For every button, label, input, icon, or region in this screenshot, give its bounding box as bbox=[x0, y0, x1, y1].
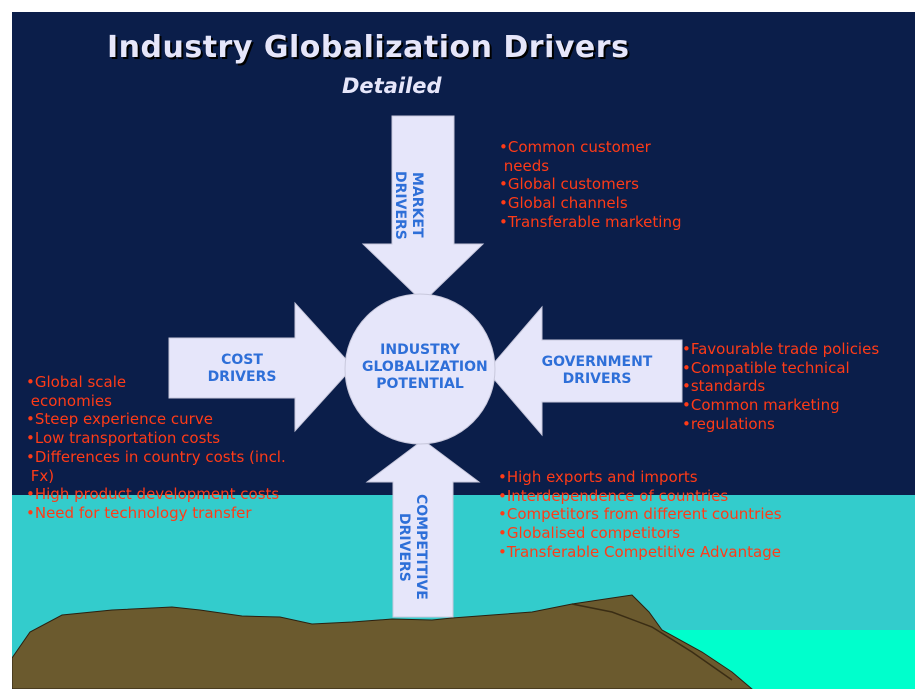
market-label-line1: MARKET bbox=[409, 172, 425, 238]
cost-drivers-arrow bbox=[168, 301, 354, 433]
list-item: •Interdependence of countries bbox=[498, 486, 729, 505]
list-item: •Competitors from different countries bbox=[498, 505, 782, 524]
competitive-drivers-arrow bbox=[365, 439, 481, 618]
list-item: needs bbox=[499, 156, 550, 175]
list-item: •Differences in country costs (incl. bbox=[26, 447, 286, 466]
list-item: •Transferable marketing bbox=[499, 212, 682, 231]
list-item: •High exports and imports bbox=[498, 468, 698, 486]
market-drivers-label: MARKET DRIVERS bbox=[391, 155, 425, 255]
government-drivers-arrow bbox=[486, 305, 683, 437]
list-item: •Global customers bbox=[499, 175, 639, 194]
cost-drivers-list: •Global scale economies •Steep experienc… bbox=[26, 373, 286, 523]
competitive-drivers-label: COMPETITIVE DRIVERS bbox=[395, 482, 429, 612]
competitive-label-line1: COMPETITIVE bbox=[413, 494, 429, 600]
mountain-range bbox=[12, 594, 753, 689]
list-item: •Need for technology transfer bbox=[26, 503, 252, 522]
list-item: •Transferable Competitive Advantage bbox=[498, 542, 781, 561]
market-drivers-arrow bbox=[361, 115, 485, 303]
market-drivers-list: •Common customer needs •Global customers… bbox=[499, 138, 681, 232]
list-item: •Low transportation costs bbox=[26, 429, 221, 448]
page-subtitle: Detailed bbox=[342, 74, 442, 98]
page-title: Industry Globalization Drivers bbox=[107, 30, 630, 65]
list-item: •Common customer bbox=[499, 138, 651, 156]
government-label-line1: GOVERNMENT bbox=[541, 354, 653, 370]
government-drivers-label: GOVERNMENT DRIVERS bbox=[532, 354, 662, 388]
list-item: •High product development costs bbox=[26, 485, 280, 504]
list-item: •regulations bbox=[682, 414, 775, 433]
center-label: INDUSTRY GLOBALIZATION POTENTIAL bbox=[362, 342, 488, 392]
mountain-ridge bbox=[571, 603, 733, 681]
slide-background bbox=[12, 12, 915, 689]
slide: Industry Globalization Drivers Detailed … bbox=[12, 12, 915, 689]
government-label-line2: DRIVERS bbox=[562, 371, 632, 387]
list-item: •Globalised competitors bbox=[498, 524, 681, 543]
cost-label-line1: COST bbox=[221, 352, 263, 368]
list-item: •Favourable trade policies bbox=[682, 340, 880, 358]
list-item: •Compatible technical bbox=[682, 358, 850, 377]
cost-drivers-label: COST DRIVERS bbox=[202, 352, 282, 386]
list-item: •standards bbox=[682, 377, 766, 396]
market-label-line2: DRIVERS bbox=[392, 170, 408, 240]
cost-label-line2: DRIVERS bbox=[207, 369, 277, 385]
list-item: •Steep experience curve bbox=[26, 410, 213, 429]
list-item: economies bbox=[26, 391, 112, 410]
competitive-label-line2: DRIVERS bbox=[396, 512, 412, 582]
list-item: •Global channels bbox=[499, 194, 628, 213]
government-drivers-list: •Favourable trade policies •Compatible t… bbox=[682, 340, 879, 434]
list-item: •Common marketing bbox=[682, 396, 840, 415]
center-circle bbox=[344, 293, 496, 445]
competitive-drivers-list: •High exports and imports •Interdependen… bbox=[498, 468, 782, 562]
list-item: Fx) bbox=[26, 466, 55, 485]
list-item: •Global scale bbox=[26, 373, 127, 391]
